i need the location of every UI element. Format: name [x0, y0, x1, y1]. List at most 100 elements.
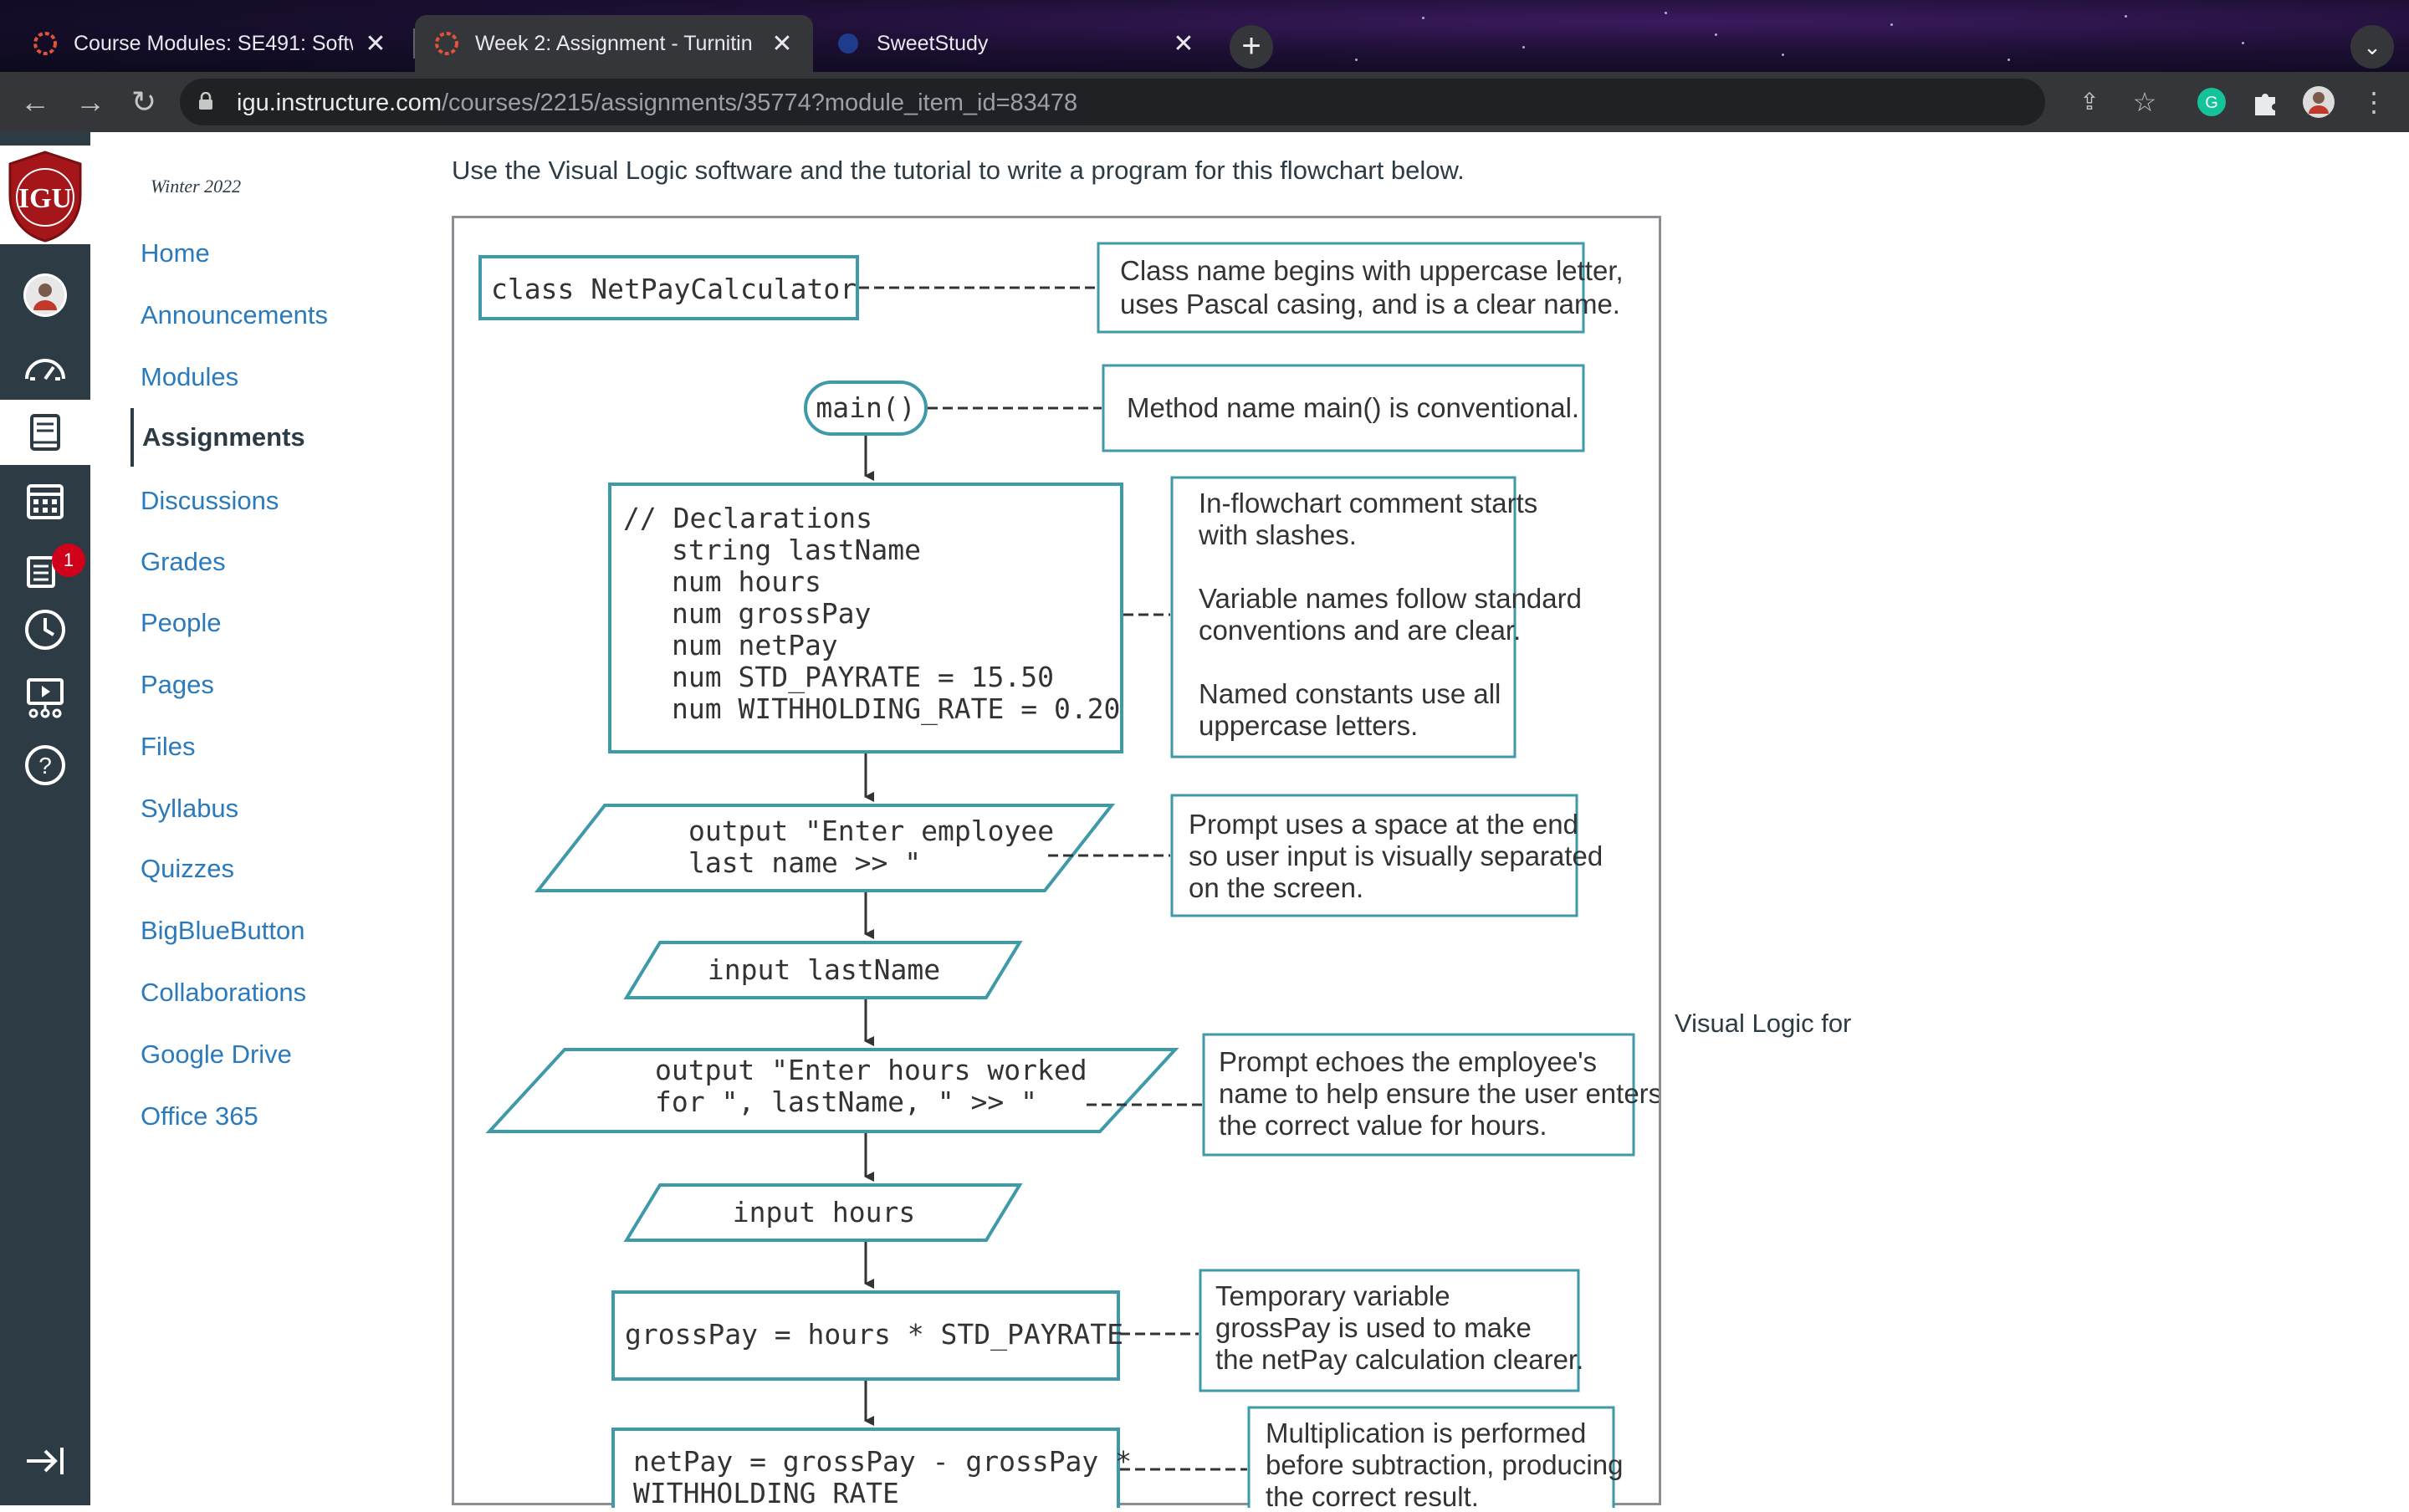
course-nav-bigbluebutton[interactable]: BigBlueButton	[141, 916, 305, 945]
new-tab-button[interactable]: +	[1230, 25, 1273, 69]
input2-text: input hours	[733, 1196, 916, 1228]
tab-week2-assignment[interactable]: Week 2: Assignment - Turnitin ✕	[415, 15, 813, 72]
main-terminal	[804, 381, 928, 436]
declarations-box	[608, 483, 1123, 753]
tab-search-chevron-icon[interactable]: ⌄	[2350, 25, 2394, 69]
output2-note-line: name to help ensure the user enters	[1219, 1078, 1659, 1109]
declaration-line: num WITHHOLDING_RATE = 0.20	[672, 692, 1120, 726]
extensions-puzzle-icon[interactable]	[2248, 85, 2282, 119]
tab-strip: Course Modules: SE491: Softw ✕ Week 2: A…	[0, 0, 2409, 72]
studio-icon[interactable]	[0, 664, 90, 729]
browser-menu-icon[interactable]: ⋮	[2360, 87, 2387, 117]
grammarly-extension-icon[interactable]: G	[2195, 85, 2228, 119]
output2-note	[1202, 1033, 1635, 1157]
decl-note-line: with slashes.	[1198, 519, 1357, 550]
class-note-line: Class name begins with uppercase letter,	[1120, 255, 1624, 286]
course-nav-discussions[interactable]: Discussions	[141, 486, 279, 515]
help-icon[interactable]: ?	[0, 733, 90, 798]
forward-arrow-icon[interactable]: →	[75, 84, 105, 119]
course-nav-files[interactable]: Files	[141, 732, 196, 761]
declaration-line: // Declarations	[623, 502, 872, 534]
output1-note	[1170, 794, 1578, 917]
decl-note-line: Named constants use all	[1199, 678, 1501, 709]
declarations-note	[1170, 476, 1516, 759]
declaration-line: num STD_PAYRATE = 15.50	[672, 661, 1054, 694]
svg-text:G: G	[2205, 94, 2218, 112]
decl-note-line: uppercase letters.	[1199, 710, 1418, 741]
igu-logo[interactable]: IGU	[0, 146, 90, 244]
course-nav-people[interactable]: People	[141, 608, 222, 637]
course-nav-collaborations[interactable]: Collaborations	[141, 978, 307, 1007]
course-nav-syllabus[interactable]: Syllabus	[141, 794, 239, 823]
canvas-logo-icon	[435, 32, 458, 55]
course-nav-google-drive[interactable]: Google Drive	[141, 1040, 292, 1069]
class-note-line: uses Pascal casing, and is a clear name.	[1120, 289, 1620, 319]
process2-note-line: before subtraction, producing	[1266, 1449, 1623, 1480]
close-tab-icon[interactable]: ✕	[365, 29, 386, 58]
process2-note	[1247, 1406, 1615, 1512]
tab-title: Course Modules: SE491: Softw	[74, 31, 353, 55]
class-note	[1097, 242, 1585, 334]
logo-text: IGU	[18, 183, 72, 214]
output1-note-line: on the screen.	[1189, 872, 1363, 903]
course-nav-pages[interactable]: Pages	[141, 670, 214, 699]
course-nav-modules[interactable]: Modules	[141, 362, 239, 391]
course-nav-home[interactable]: Home	[141, 238, 210, 268]
flowchart-image: class NetPayCalculator Class name begins…	[452, 216, 1662, 1512]
declaration-line: num hours	[672, 565, 821, 598]
course-nav-grades[interactable]: Grades	[141, 547, 226, 576]
tab-course-modules[interactable]: Course Modules: SE491: Softw ✕	[13, 15, 407, 72]
output1-line: last name >> "	[688, 846, 921, 879]
close-tab-icon[interactable]: ✕	[1173, 29, 1194, 58]
address-bar[interactable]: igu.instructure.com/courses/2215/assignm…	[180, 79, 2045, 125]
decl-note-line: Variable names follow standard	[1199, 583, 1582, 614]
course-navigation: Winter 2022 Home Announcements Modules A…	[90, 132, 425, 1505]
inbox-icon[interactable]: 1	[0, 537, 90, 602]
dashboard-icon[interactable]	[0, 336, 90, 401]
bookmark-star-icon[interactable]: ☆	[2132, 87, 2157, 117]
svg-text:?: ?	[38, 753, 52, 779]
reload-icon[interactable]: ↻	[130, 84, 157, 119]
share-icon[interactable]: ⇪	[2079, 89, 2100, 115]
profile-avatar-icon[interactable]	[2302, 85, 2335, 119]
history-clock-icon[interactable]	[0, 597, 90, 662]
tab-title: Week 2: Assignment - Turnitin	[475, 31, 753, 55]
output1-line: output "Enter employee	[688, 815, 1054, 847]
account-avatar-icon[interactable]	[0, 263, 90, 328]
calendar-icon[interactable]	[0, 468, 90, 534]
global-navigation: IGU 1 ?	[0, 132, 90, 1505]
declaration-line: num grossPay	[672, 597, 871, 630]
input1-text: input lastName	[708, 953, 940, 986]
url-text: igu.instructure.com/courses/2215/assignm…	[237, 89, 1077, 117]
course-nav-assignments[interactable]: Assignments	[130, 408, 305, 467]
collapse-nav-icon[interactable]	[0, 1428, 90, 1494]
output2-note-line: the correct value for hours.	[1219, 1110, 1547, 1141]
flowchart-svg: class NetPayCalculator Class name begins…	[478, 242, 1662, 1512]
inbox-unread-badge: 1	[52, 544, 85, 577]
main-note-text: Method name main() is conventional.	[1127, 392, 1579, 423]
assignment-instructions: Use the Visual Logic software and the tu…	[452, 156, 1465, 185]
output1-note-line: so user input is visually separated	[1189, 840, 1603, 871]
input-lastname	[623, 941, 1023, 999]
tab-sweetstudy[interactable]: SweetStudy ✕	[816, 15, 1215, 72]
process1-note-line: the netPay calculation clearer.	[1215, 1344, 1583, 1375]
declaration-line: string lastName	[672, 534, 921, 566]
url-host: igu.instructure.com	[237, 89, 442, 116]
courses-icon[interactable]	[0, 400, 90, 465]
course-nav-office-365[interactable]: Office 365	[141, 1101, 258, 1131]
class-box	[478, 255, 859, 320]
process1-text: grossPay = hours * STD_PAYRATE	[625, 1318, 1123, 1351]
back-arrow-icon[interactable]: ←	[20, 84, 50, 119]
canvas-logo-icon	[33, 32, 57, 55]
decl-note-line: In-flowchart comment starts	[1199, 488, 1537, 518]
close-tab-icon[interactable]: ✕	[771, 29, 793, 58]
output-prompt-lastname	[534, 804, 1116, 892]
process1-note	[1199, 1269, 1580, 1392]
course-nav-announcements[interactable]: Announcements	[141, 300, 329, 329]
process1-note-line: Temporary variable	[1215, 1280, 1450, 1311]
course-nav-quizzes[interactable]: Quizzes	[141, 854, 234, 883]
process2-line: WITHHOLDING_RATE	[633, 1477, 899, 1508]
url-path: /courses/2215/assignments/35774?module_i…	[442, 89, 1078, 116]
output1-note-line: Prompt uses a space at the end	[1189, 809, 1578, 840]
term-label: Winter 2022	[151, 176, 242, 197]
